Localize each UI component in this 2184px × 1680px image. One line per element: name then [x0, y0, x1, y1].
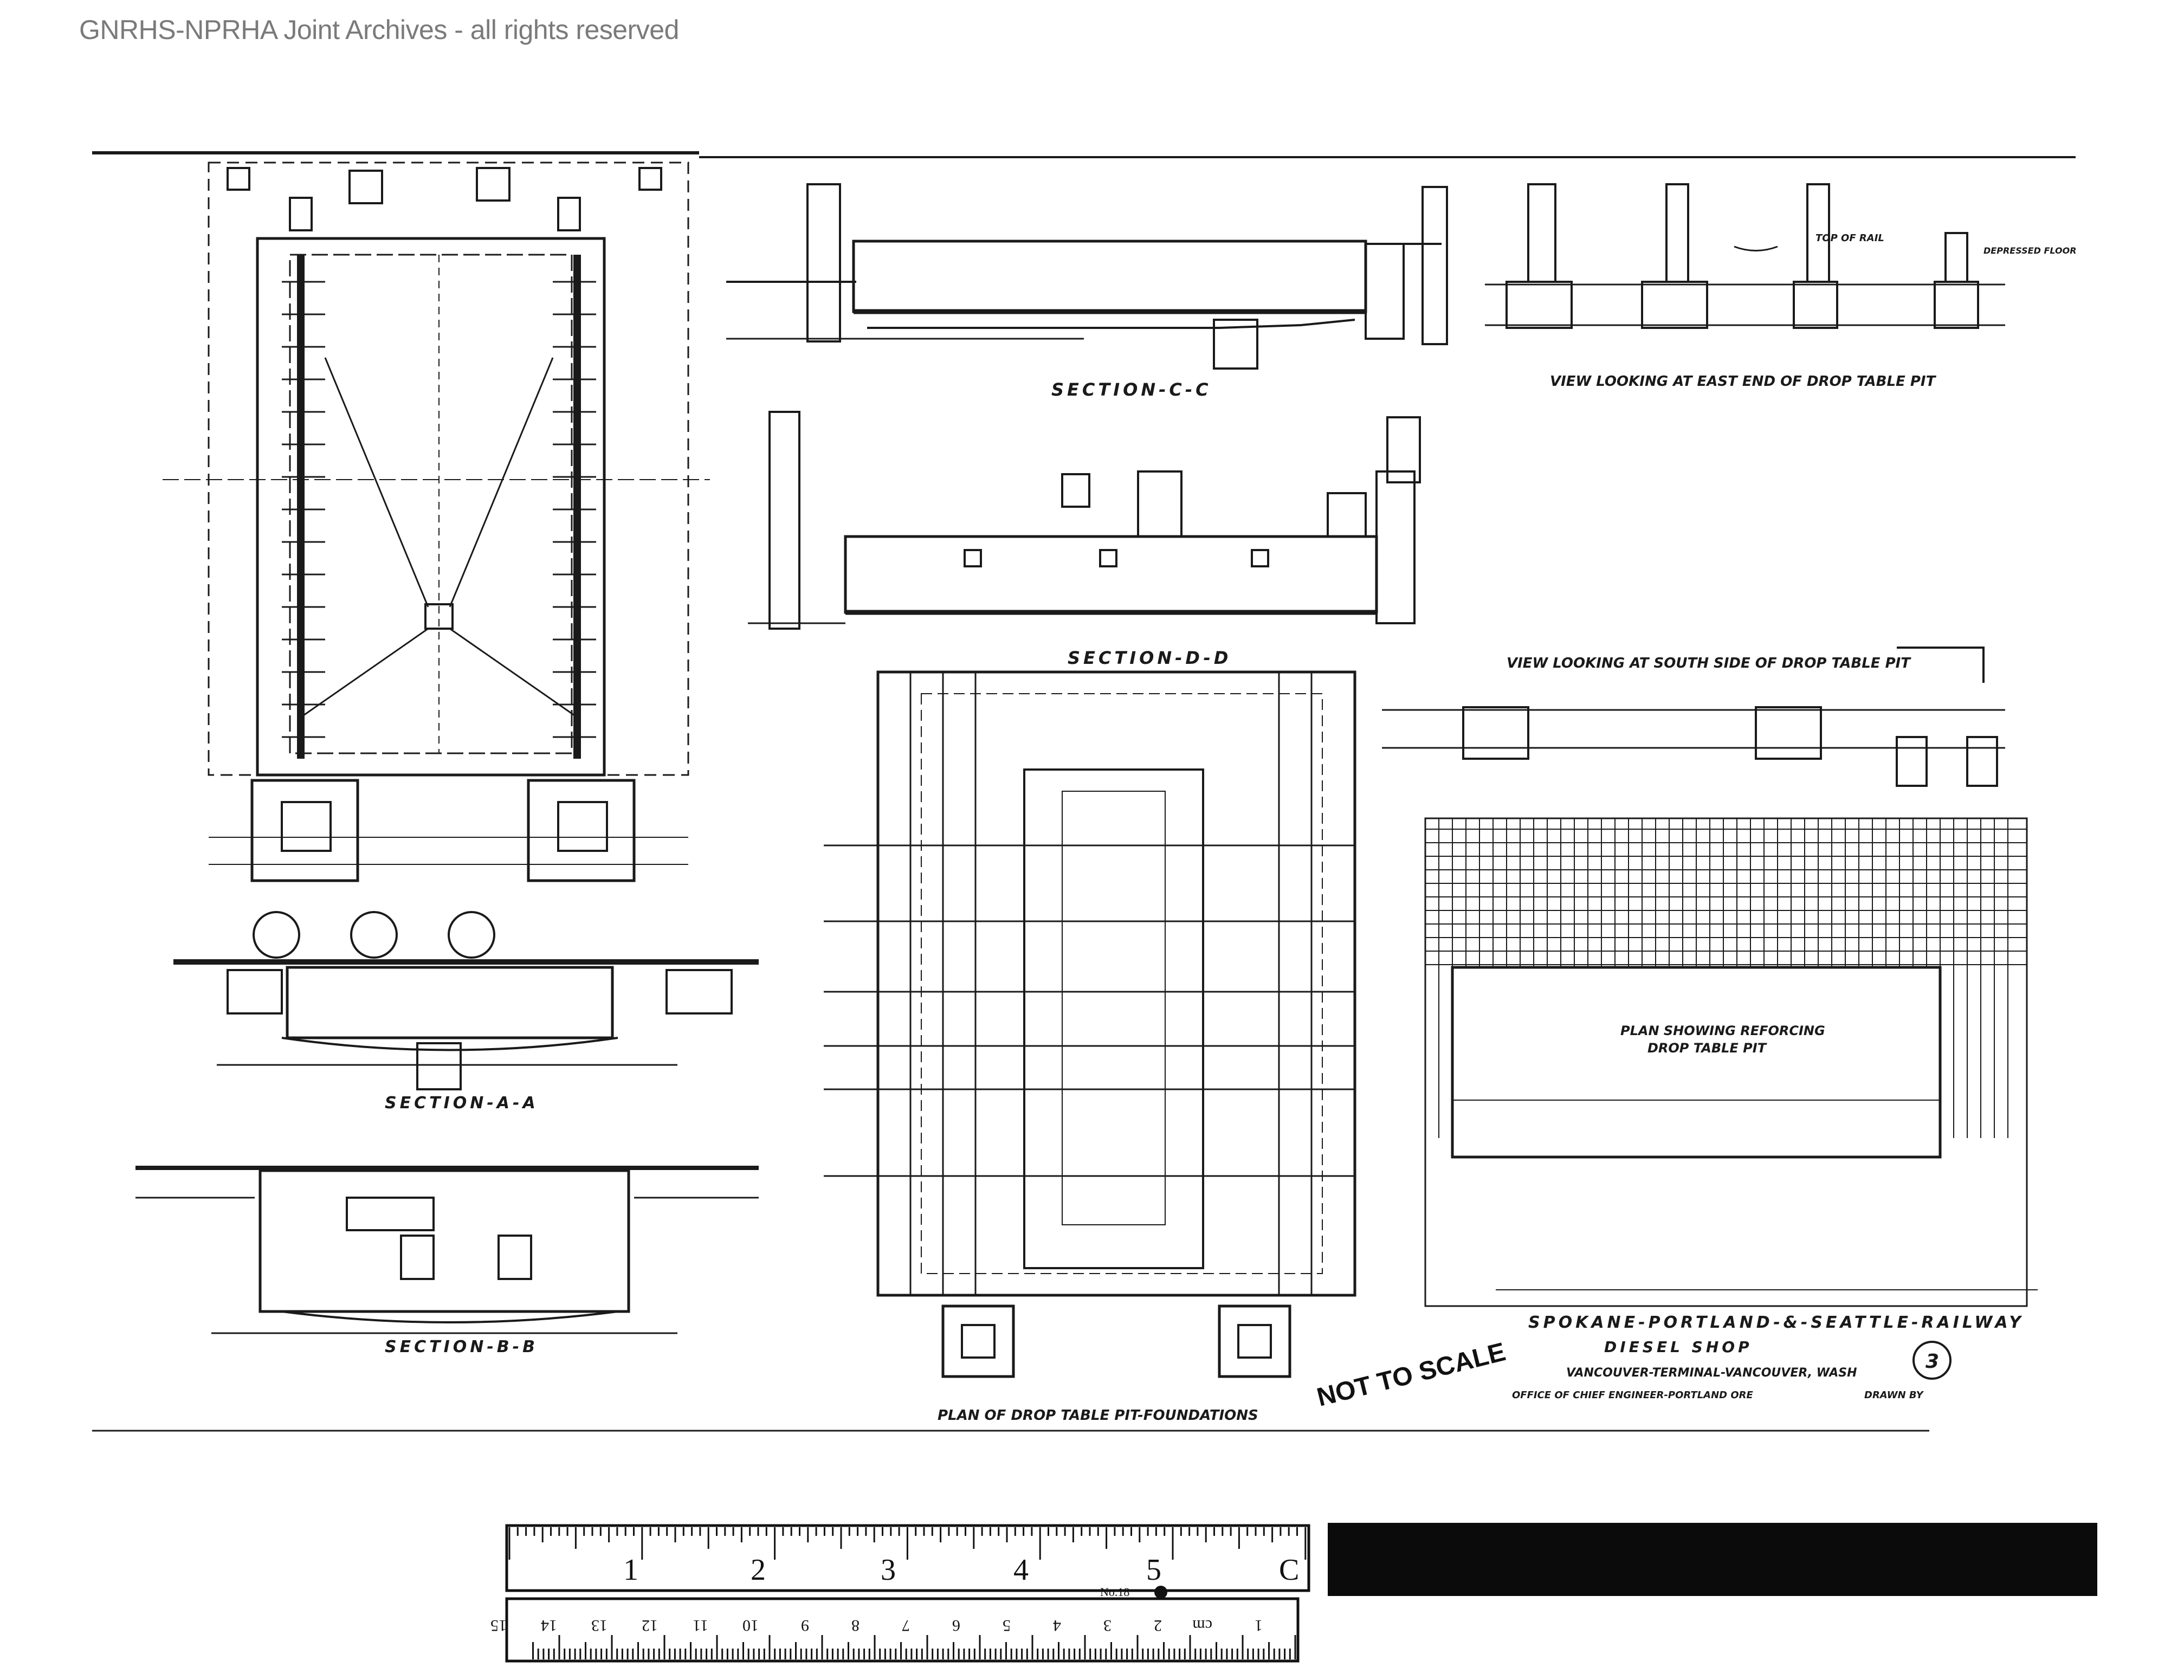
sheet-number: 3 — [1925, 1351, 1939, 1373]
plan-drop-table-pit — [163, 161, 710, 882]
sheet-number-circle — [1912, 1341, 1952, 1380]
ruler-inch-3: 3 — [881, 1553, 896, 1587]
ruler-inch-1: 1 — [623, 1553, 638, 1587]
label-plan-reinforcing-2: DROP TABLE PIT — [1647, 1041, 1767, 1056]
title-location: VANCOUVER-TERMINAL-VANCOUVER, WASH — [1566, 1366, 1857, 1380]
ruler-inch-2: 2 — [751, 1553, 766, 1587]
plan-reinforcing — [1424, 817, 2028, 1307]
label-plan-reinforcing-1: PLAN SHOWING REFORCING — [1620, 1023, 1825, 1038]
ruler-cm-label: 3 — [1103, 1617, 1112, 1634]
scan-black-strip — [1328, 1523, 2097, 1596]
ruler-cm-label: 6 — [952, 1617, 960, 1634]
ruler-cm-label: 7 — [902, 1617, 910, 1634]
ruler-inch-5: 5 — [1146, 1553, 1161, 1587]
ruler-logo-icon — [1154, 1586, 1167, 1599]
archive-watermark: GNRHS-NPRHA Joint Archives - all rights … — [79, 15, 679, 45]
title-railway: SPOKANE-PORTLAND-&-SEATTLE-RAILWAY — [1528, 1313, 2024, 1332]
ruler-cm-label: 15 — [490, 1617, 507, 1634]
ruler-cm-label: cm — [1192, 1617, 1212, 1634]
ruler-inch-4: 4 — [1013, 1553, 1029, 1587]
title-office: OFFICE OF CHIEF ENGINEER-PORTLAND ORE — [1512, 1390, 1754, 1401]
label-plan-foundations: PLAN OF DROP TABLE PIT-FOUNDATIONS — [938, 1407, 1258, 1424]
ruler-cm-label: 5 — [1003, 1617, 1011, 1634]
ruler-inch-6: C — [1279, 1553, 1299, 1587]
ruler-model: No.18 — [1100, 1585, 1129, 1599]
section-d-d — [748, 411, 1421, 630]
ruler-cm-label: 13 — [591, 1617, 608, 1634]
title-shop: DIESEL SHOP — [1604, 1338, 1753, 1356]
label-section-a-a: SECTION-A-A — [385, 1094, 539, 1113]
ruler-cm-label: 10 — [742, 1617, 759, 1634]
ruler-cm-label: 11 — [693, 1617, 708, 1634]
label-south-side-view: VIEW LOOKING AT SOUTH SIDE OF DROP TABLE… — [1507, 655, 1911, 671]
not-to-scale-stamp: NOT TO SCALE — [1314, 1337, 1509, 1412]
label-section-c-c: SECTION-C-C — [1051, 379, 1212, 400]
ruler-cm-label: 12 — [642, 1617, 658, 1634]
ruler-cm-label: 14 — [541, 1617, 557, 1634]
title-drawn-by: DRAWN BY — [1864, 1390, 1924, 1401]
ruler-cm-label: 2 — [1154, 1617, 1162, 1634]
view-east-end — [1485, 183, 2005, 329]
label-top-of-rail: TOP OF RAIL — [1815, 232, 1884, 244]
view-south-side — [1382, 647, 2005, 787]
label-depressed-floor: DEPRESSED FLOOR — [1983, 245, 2077, 256]
ruler-cm-label: 9 — [801, 1617, 809, 1634]
ruler-cm-label: 1 — [1255, 1617, 1263, 1634]
section-c-c — [726, 183, 1448, 370]
scale-ruler: 1 2 3 4 5 C No.18 1 cm 2 3 4 5 6 7 8 9 10 11 12 13 14 1… — [490, 1524, 1310, 1663]
ruler-cm-label: 8 — [851, 1617, 860, 1634]
ruler-cm-label: 4 — [1053, 1617, 1061, 1634]
section-a-a — [173, 911, 759, 1090]
label-east-end-view: VIEW LOOKING AT EAST END OF DROP TABLE P… — [1550, 373, 1937, 390]
label-section-d-d: SECTION-D-D — [1068, 648, 1231, 668]
plan-foundations — [824, 670, 1356, 1378]
label-section-b-b: SECTION-B-B — [385, 1337, 538, 1356]
section-b-b — [135, 1166, 759, 1334]
